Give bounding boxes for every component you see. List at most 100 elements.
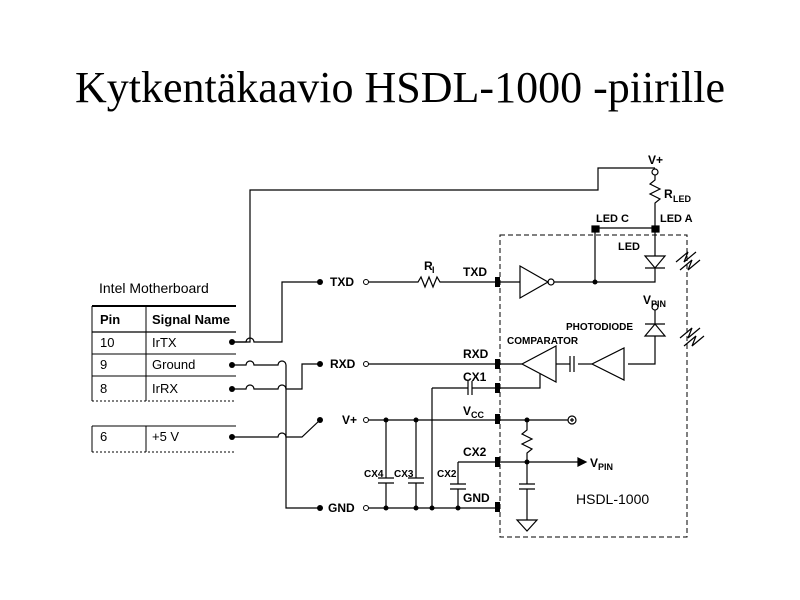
vpin-label-sub: PIN [651,299,666,309]
table-cell-signal: Ground [152,357,195,372]
vcc-rail [368,415,577,425]
junction-dot [592,279,598,285]
internal-bias [515,420,539,532]
junction-dot [229,386,235,392]
junction-dot [229,339,235,345]
plus-sign [570,418,574,422]
terminal-open [363,279,369,285]
chip-name: HSDL-1000 [576,491,649,507]
vpin-label: V [643,293,651,307]
wire [232,167,655,343]
photodiode-label: PHOTODIODE [566,322,633,333]
net-label-txd: TXD [330,275,354,289]
wire [595,268,656,283]
comparator [520,345,557,383]
preamp [590,347,625,381]
ri-label: R [424,259,433,273]
junction-dot [229,434,235,440]
rled-label: R [664,187,673,201]
table-header-pin: Pin [100,312,120,327]
vpin-out-label-sub: PIN [598,462,613,472]
wire [628,336,656,365]
terminal-dot [317,279,323,285]
emission-arrow [679,259,701,271]
wire [232,281,320,343]
vpin-out-label: V [590,456,598,470]
wire [232,360,320,509]
cx3-label: CX3 [394,469,414,480]
comparator-label: COMPARATOR [507,336,579,347]
coupling-capacitor [569,356,575,372]
chip-pin-txd-label: TXD [463,265,487,279]
txd-path [368,227,655,300]
junction-dot [413,417,419,423]
capacitor-cx3 [408,420,424,508]
chip-pin [495,383,500,393]
chip-pin-rxd-label: RXD [463,347,489,361]
resistor-rled [648,175,662,212]
junction-dot [383,417,389,423]
cx2-section [450,457,588,508]
terminal-open [363,361,369,367]
table-cell-signal: IrTX [152,335,177,350]
table-cell-pin: 6 [100,429,107,444]
vpin-out-arrow [577,457,588,467]
chip-pin-cx2-label: CX2 [463,445,487,459]
driver-buffer [519,264,550,300]
led-a-pin [651,225,660,233]
table-cell-signal: +5 V [152,429,179,444]
decoupling-caps [378,420,424,508]
vplus-top-terminal [651,168,659,176]
cx1-cap [431,381,495,508]
chip-pin [495,359,500,369]
capacitor-internal [519,483,535,490]
cx2-ext-label: CX2 [437,469,457,480]
led-a-label: LED A [660,213,693,225]
ri-label-sub: I [432,265,435,275]
chip-pins [495,277,500,512]
ground-symbol [515,519,539,532]
resistor-internal [520,420,534,484]
led-diode [643,255,667,269]
led-label: LED [618,241,640,253]
vplus-top-label: V+ [648,153,663,167]
table-cell-signal: IrRX [152,381,178,396]
wire [232,419,321,438]
terminal-dot [317,361,323,367]
wire [500,374,541,389]
table-cell-pin: 9 [100,357,107,372]
terminal-dot [317,505,323,511]
reception-arrow [679,327,701,339]
pin-dots [229,339,235,440]
chip-pin-vcc-label: V [463,404,471,418]
led-c-pin [591,225,600,233]
terminal-dot [317,417,323,423]
wire [232,363,320,390]
rail-dots [383,417,530,511]
chip-pin [495,277,500,287]
emission-arrow [675,251,697,263]
wiring [232,167,655,509]
rled-label-sub: LED [673,194,692,204]
terminal-open [363,417,369,423]
net-label-gnd: GND [328,501,355,515]
chip-pin-vcc-sub: CC [471,410,484,420]
chip-pin [495,414,500,424]
table-cell-pin: 8 [100,381,107,396]
slide-title: Kytkentäkaavio HSDL-1000 -piirille [74,63,726,112]
chip-pin [495,457,500,467]
led-section [591,168,701,283]
terminal-open [363,505,369,511]
rx-section [500,303,705,389]
capacitor-cx4 [378,420,394,508]
net-label-rxd: RXD [330,357,356,371]
chip-pin [495,502,500,512]
reception-arrow [683,335,705,347]
net-terminals: TXD RXD V+ GND [317,275,369,515]
photodiode [643,323,667,337]
led-c-label: LED C [596,213,629,225]
capacitor-cx2 [450,462,466,508]
chip-pin-gnd-label: GND [463,491,490,505]
pin-table: Intel Motherboard Pin Signal Name 10 IrT… [91,280,236,453]
